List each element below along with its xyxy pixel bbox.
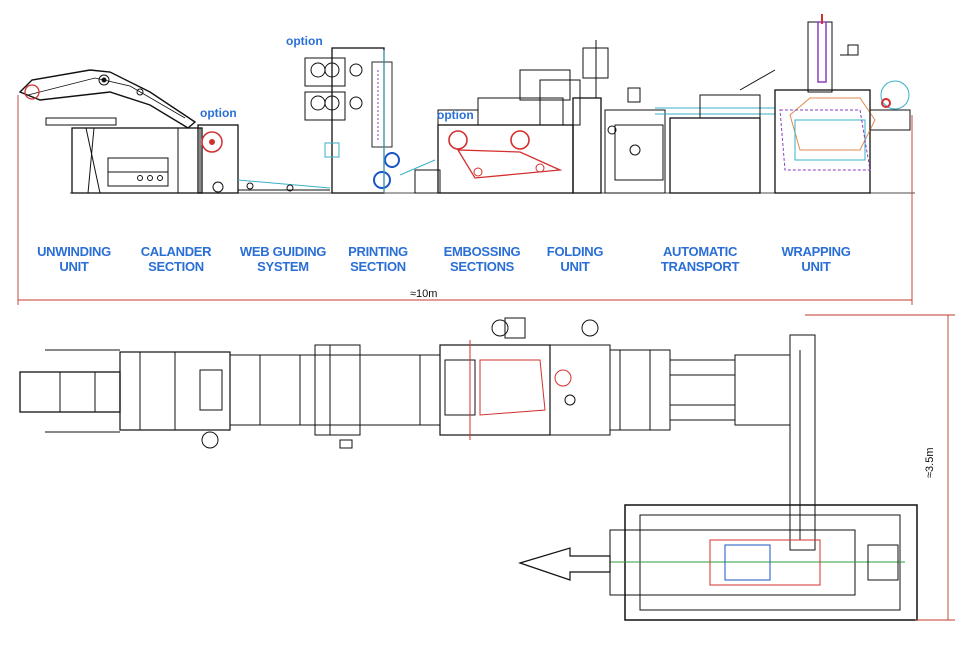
length-dimension <box>17 95 913 305</box>
section-label-printing: PRINTING SECTION <box>348 244 408 274</box>
option-label-embossing: option <box>437 108 474 122</box>
printing-section-drawing <box>304 47 441 194</box>
section-label-folding: FOLDING UNIT <box>546 244 604 274</box>
unwinding-unit-drawing <box>18 69 203 194</box>
section-label-unwinding: UNWINDING UNIT <box>37 244 111 274</box>
section-label-web-guiding: WEB GUIDING SYSTEM <box>239 244 327 274</box>
option-label-printing: option <box>286 34 323 48</box>
section-label-calander: CALANDER SECTION <box>140 244 212 274</box>
width-dimension-label: ≈3.5m <box>924 447 936 479</box>
section-label-wrapping: WRAPPING UNIT <box>781 244 851 274</box>
option-label-calander: option <box>200 106 237 120</box>
section-label-transport: AUTOMATIC TRANSPORT <box>660 244 740 274</box>
automatic-transport-drawing <box>655 69 776 194</box>
calander-section-drawing <box>197 124 331 194</box>
folding-unit-drawing <box>572 40 666 194</box>
side-view <box>17 14 915 305</box>
section-label-embossing: EMBOSSING SECTIONS <box>443 244 521 274</box>
wrapping-unit-drawing <box>774 14 911 194</box>
embossing-sections-drawing <box>437 69 581 194</box>
top-view <box>19 314 955 621</box>
length-dimension-label: ≈10m <box>410 288 438 300</box>
width-dimension <box>805 314 955 621</box>
